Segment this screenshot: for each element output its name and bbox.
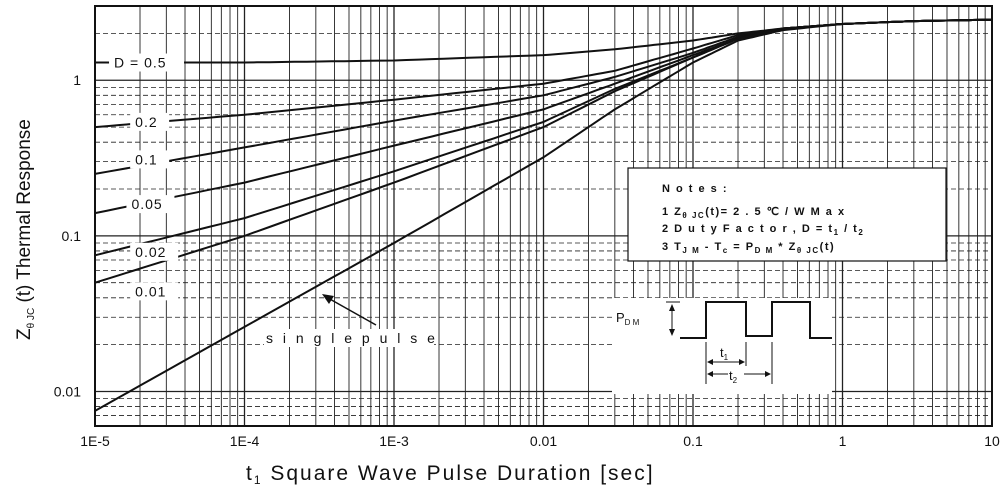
- curve-label: 0.1: [135, 151, 157, 167]
- y-tick-label: 0.01: [54, 383, 81, 399]
- t1-label: t1: [720, 345, 729, 362]
- curve-labels: D = 0.5 0.2 0.1 0.05 0.02 0.01: [109, 53, 185, 301]
- curve-label: 0.05: [131, 196, 162, 212]
- curve-label-bg: [126, 195, 175, 214]
- x-tick-label: 10: [984, 433, 1000, 449]
- series-layer: [94, 18, 993, 412]
- x-tick-label: 0.1: [683, 433, 703, 449]
- notes-line-3: 3 TJ M - Tc = PD M * Zθ JC(t): [662, 241, 835, 255]
- notes-title: N o t e s :: [662, 183, 728, 195]
- curve-label: 0.02: [135, 244, 166, 260]
- x-axis-title: t1 Square Wave Pulse Duration [sec]: [246, 462, 655, 487]
- t2-label: t2: [729, 368, 738, 385]
- curve-label-bg: [130, 112, 170, 131]
- notes-box: N o t e s : 1 Zθ JC(t)= 2 . 5 ℃ / W M a …: [627, 167, 947, 262]
- curve-label-bg: [130, 150, 170, 169]
- notes-line-2: 2 D u t y F a c t o r , D = t1 / t2: [662, 223, 864, 237]
- curve-label-bg: [130, 282, 179, 301]
- notes-line-1: 1 Zθ JC(t)= 2 . 5 ℃ / W M a x: [662, 206, 846, 220]
- plot-frame: [94, 5, 993, 427]
- y-tick-labels: 1 0.1 0.01: [54, 72, 81, 399]
- curve-label: 0.01: [135, 283, 166, 299]
- single-pulse-label: s i n g l e p u l s e: [266, 330, 438, 346]
- x-tick-label: 0.01: [530, 433, 557, 449]
- pulse-waveform-diagram: PD M t1 t2: [612, 298, 832, 394]
- curve-label: 0.2: [135, 114, 157, 130]
- single-pulse-annotation: s i n g l e p u l s e: [264, 294, 438, 347]
- pdm-label: PD M: [616, 310, 640, 327]
- x-tick-labels: 1E-5 1E-4 1E-3 0.01 0.1 1 10: [80, 433, 1000, 449]
- x-tick-label: 1E-5: [80, 433, 110, 449]
- series-line: [94, 18, 993, 412]
- curve-label: D = 0.5: [114, 55, 167, 71]
- x-tick-label: 1E-3: [379, 433, 409, 449]
- x-tick-label: 1: [839, 433, 847, 449]
- x-tick-label: 1E-4: [230, 433, 260, 449]
- curve-label-bg: [109, 53, 185, 72]
- y-axis-title: Zθ JC (t) Thermal Response: [14, 119, 37, 340]
- y-tick-label: 0.1: [62, 228, 82, 244]
- y-tick-label: 1: [73, 72, 81, 88]
- curve-label-bg: [130, 242, 179, 261]
